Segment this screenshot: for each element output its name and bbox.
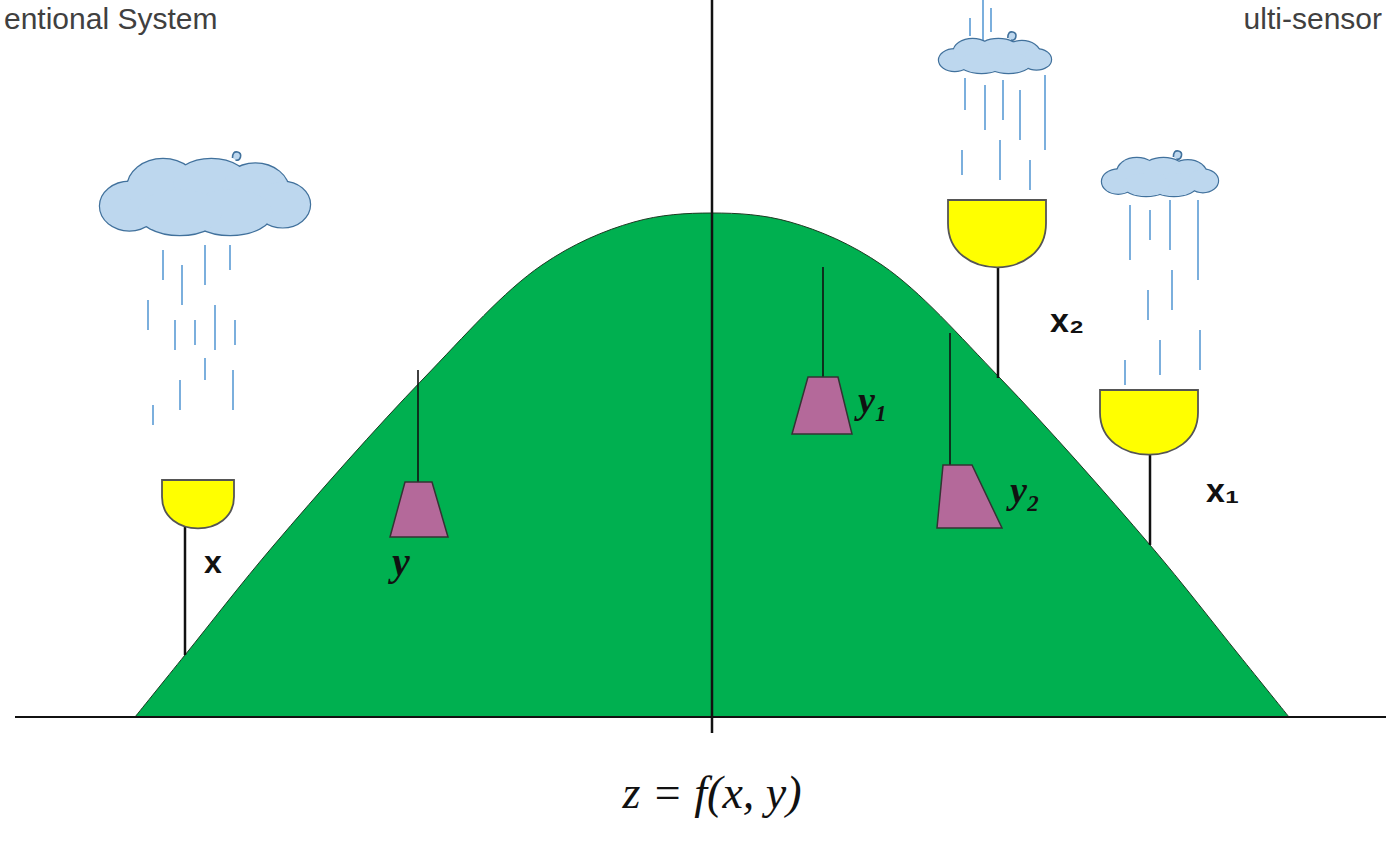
rain-streak [232, 370, 234, 410]
rain-streak [1019, 90, 1021, 140]
rain-streak [990, 8, 992, 32]
rain-streak [1124, 360, 1126, 385]
gauge-cup [948, 200, 1046, 267]
rain-streak [1171, 270, 1173, 310]
rain-gauge [948, 200, 1046, 378]
vertical-axis [711, 0, 714, 733]
rain-streak [1149, 210, 1151, 240]
rain-streak [999, 140, 1001, 180]
rain-gauge [1100, 390, 1198, 545]
hanging-lantern [937, 333, 1002, 528]
cloud-droplet [233, 152, 241, 160]
cloud-fill [959, 53, 1004, 73]
lantern-body [390, 482, 448, 537]
lantern-label: y [392, 540, 410, 584]
rain-streak [147, 300, 149, 330]
cloud-droplet [1008, 32, 1016, 40]
rain-streak [1159, 340, 1161, 375]
lantern-string [822, 267, 824, 377]
cloud-fill [1123, 173, 1169, 196]
rain-streak [964, 78, 966, 110]
sensor-label: x [204, 545, 222, 580]
rain-streak [152, 405, 154, 425]
rain-streak [984, 85, 986, 130]
rain [148, 0, 1200, 425]
cloud-droplet [1173, 151, 1181, 159]
rain-streak [204, 245, 206, 285]
hanging-lantern [390, 370, 448, 537]
slide-title-fragment: entional System [4, 2, 217, 35]
lantern-string [949, 333, 951, 465]
rain-cloud [1102, 151, 1218, 196]
rain-cloud [100, 152, 310, 235]
rain-streak [214, 305, 216, 350]
rain-streak [1169, 200, 1171, 250]
lantern-body [937, 465, 1002, 528]
cloud-outline [1123, 173, 1169, 196]
rain-streak [174, 320, 176, 350]
lantern-string [417, 370, 419, 482]
rain-streak [204, 358, 206, 380]
cloud-outline [959, 53, 1004, 73]
rain-streak [194, 320, 196, 345]
rain-streak [1129, 205, 1131, 260]
rain-streak [982, 0, 984, 40]
rain-streak [234, 320, 236, 345]
rain-streak [1199, 330, 1201, 370]
cloud-fill [138, 189, 222, 235]
sensor-label: x₁ [1206, 472, 1239, 509]
rain-streak [1029, 160, 1031, 190]
rain-streak [1147, 290, 1149, 320]
cloud-outline [138, 189, 222, 235]
rain-streak [162, 250, 164, 280]
gauge-pole [184, 524, 187, 655]
gauge-cup [1100, 390, 1198, 455]
rain-streak [1197, 200, 1199, 280]
gauge-pole [997, 263, 1000, 378]
lantern-label: y₂ [1010, 470, 1040, 512]
baseline-axis [15, 716, 1386, 718]
rain-cloud [939, 32, 1051, 73]
rain-streak [961, 150, 963, 175]
lantern-label: y₁ [858, 380, 888, 422]
rain-streak [181, 265, 183, 305]
rain-streak [179, 380, 181, 410]
gauge-cup [162, 480, 234, 528]
equation: z = f(x, y) [622, 768, 801, 819]
rain-gauge [162, 480, 234, 655]
sensor-label: x₂ [1050, 302, 1084, 339]
gauge-pole [1149, 451, 1152, 546]
rain-streak [969, 18, 971, 36]
hanging-lantern [792, 267, 852, 434]
rain-streak [229, 245, 231, 270]
rain-streak [1044, 75, 1046, 150]
lantern-body [792, 377, 852, 434]
rain-streak [1002, 80, 1004, 120]
slide-title-fragment: ulti-sensor [1244, 2, 1382, 35]
